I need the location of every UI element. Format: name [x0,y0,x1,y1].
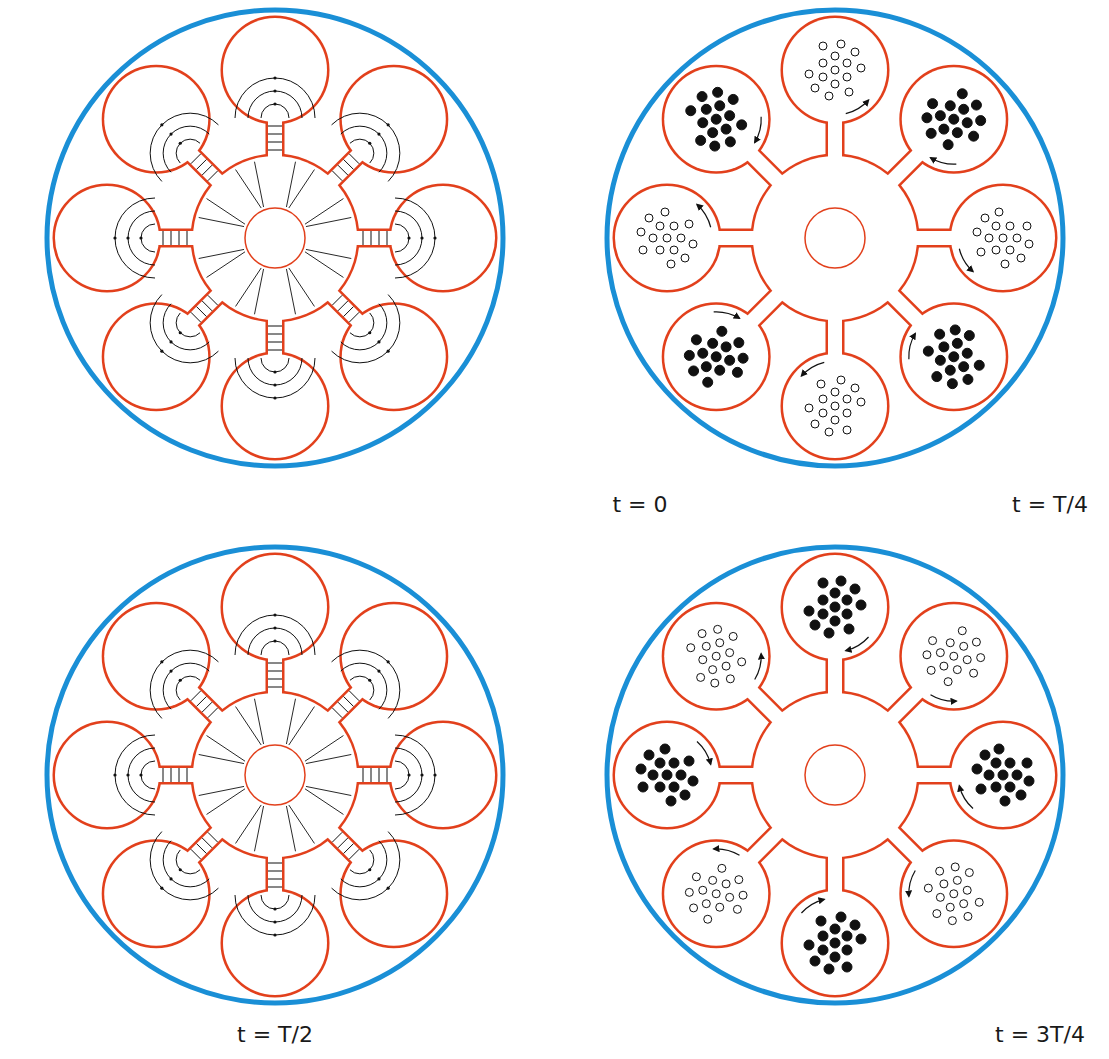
anode-block [55,555,495,995]
time-label: t = T/4 [1012,492,1088,517]
field-lines [113,76,436,399]
cathode [245,208,305,268]
cathode-housing [47,547,503,1003]
field-lines [113,613,436,936]
time-label: t = 3T/4 [995,1022,1085,1047]
cathode-housing [47,10,503,466]
time-label: t = T/2 [237,1022,313,1047]
charge-dots [636,576,1034,974]
anode-block [55,18,495,458]
anode-block [615,18,1055,458]
cathode [805,208,865,268]
charge-dots [637,40,1033,436]
magnetron-panel [47,547,503,1003]
time-label: t = 0 [612,492,667,517]
anode-block [615,555,1055,995]
magnetron-panel [607,10,1063,466]
magnetron-panel [47,10,503,466]
cathode [805,745,865,805]
cathode-housing [607,547,1063,1003]
cathode [245,745,305,805]
cathode-housing [607,10,1063,466]
magnetron-panel [607,547,1063,1003]
